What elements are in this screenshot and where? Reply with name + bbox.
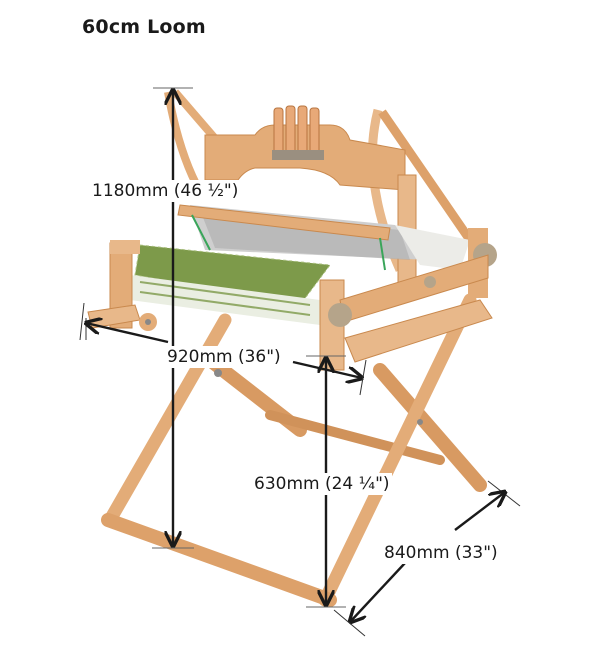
dimension-label-width: 920mm (36") <box>165 346 283 368</box>
depth-arrow-upper <box>454 492 505 531</box>
dimension-label-stand-height: 630mm (24 ¼") <box>252 473 392 495</box>
page-title: 60cm Loom <box>82 16 206 38</box>
shaft-levers <box>273 105 320 157</box>
depth-arrow-lower <box>350 562 406 622</box>
dimension-label-depth: 840mm (33") <box>382 542 500 564</box>
dimension-lines <box>79 87 521 637</box>
width-arrow-left <box>86 323 169 344</box>
loom-body <box>87 89 497 371</box>
ratchet-knob-front <box>328 303 352 327</box>
dimension-label-height-total: 1180mm (46 ½") <box>90 180 241 202</box>
